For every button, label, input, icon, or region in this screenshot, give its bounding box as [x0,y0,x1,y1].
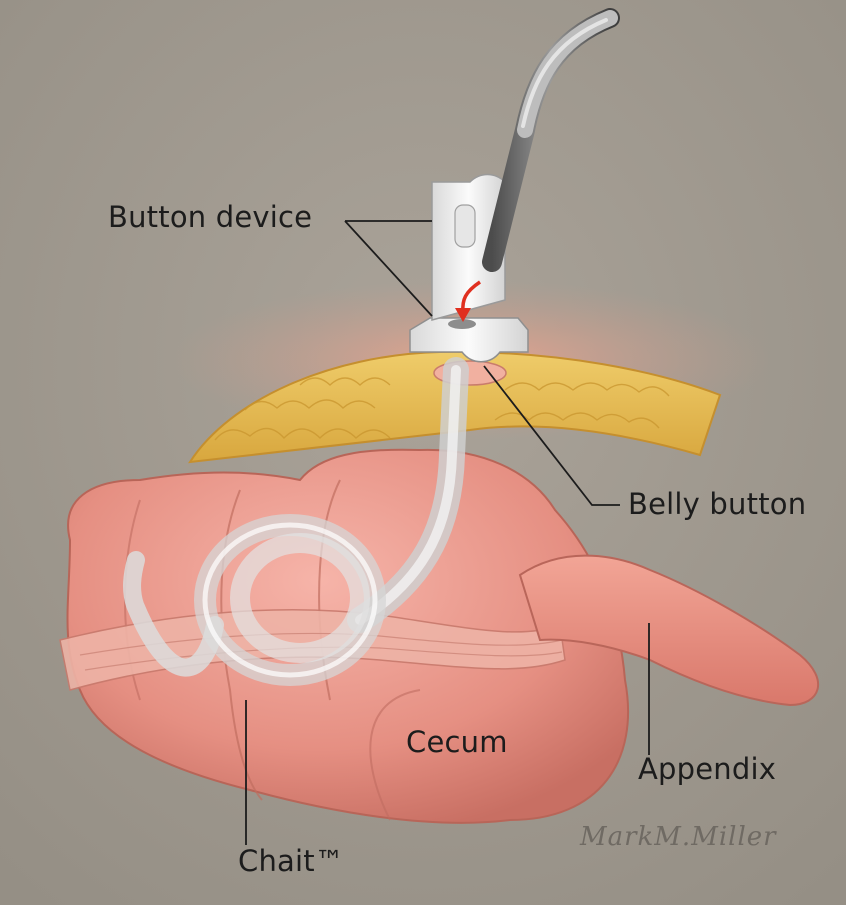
label-appendix: Appendix [638,752,777,786]
button-device [409,173,529,363]
flow-arrow [455,280,481,322]
artist-signature: MarkM.Miller [580,822,777,852]
leader-lines [245,220,650,845]
label-button-device: Button device [108,200,313,234]
chait-coil [123,514,386,686]
appendix [518,554,820,707]
label-belly-button: Belly button [628,487,807,521]
label-chait: Chait™ [238,844,345,878]
label-cecum: Cecum [406,725,508,759]
